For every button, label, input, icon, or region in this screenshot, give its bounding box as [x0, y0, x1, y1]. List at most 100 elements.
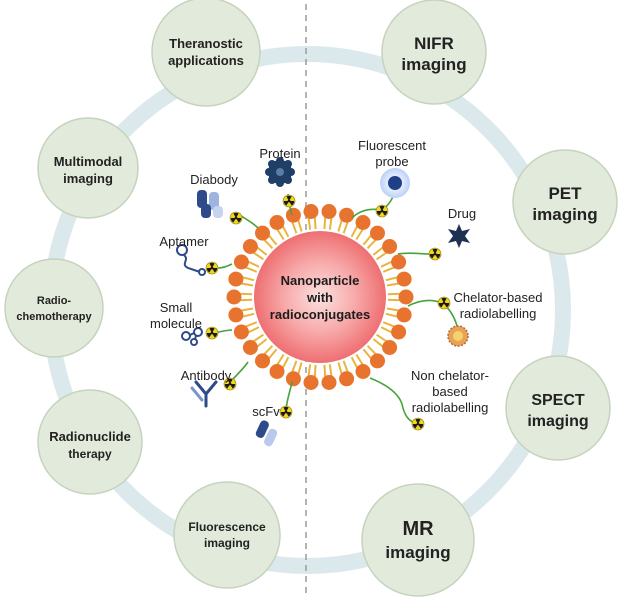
svg-text:Radionuclide: Radionuclide [49, 429, 131, 444]
lipid-tail [252, 333, 264, 343]
nanoparticle [226, 204, 414, 390]
label-scfv: scFv [252, 404, 280, 419]
label-aptamer: Aptamer [159, 234, 209, 249]
lipid-head [255, 353, 270, 369]
lipid-tail [372, 246, 384, 256]
svg-text:imaging: imaging [385, 543, 450, 562]
lipid-head [396, 271, 412, 287]
lipid-tail [263, 345, 274, 355]
lipid-tail [268, 234, 278, 246]
lipid-tail [297, 362, 303, 375]
aptamer-icon [176, 244, 206, 276]
lipid-tail [328, 364, 333, 377]
radioactive-icon [428, 247, 442, 261]
lipid-tail [263, 239, 274, 249]
lipid-tail [291, 360, 298, 373]
label-fluorescent-probe-2: probe [375, 154, 408, 169]
lipid-tail [362, 234, 372, 246]
label-drug: Drug [448, 206, 476, 221]
svg-text:Radio-: Radio- [37, 295, 72, 307]
lipid-tail [386, 307, 400, 312]
lipid-tail [380, 260, 393, 268]
node-radiochemotherapy: Radio- chemotherapy [4, 258, 104, 358]
lipid-tail [307, 364, 312, 377]
label-fluorescent-probe-1: Fluorescent [358, 138, 426, 153]
lipid-head [285, 207, 301, 223]
lipid-tail [245, 266, 258, 273]
lipid-tail [247, 260, 260, 268]
drug-icon [448, 224, 470, 248]
lipid-tail [240, 307, 254, 312]
center-label-line3: radioconjugates [270, 307, 370, 322]
lipid-tail [245, 321, 258, 328]
label-antibody: Antibody [181, 368, 232, 383]
lipid-tail [385, 276, 398, 282]
lipid-tail [382, 266, 395, 273]
lipid-head [233, 324, 249, 340]
lipid-tail [382, 321, 395, 328]
lipid-heads [226, 204, 414, 390]
node-spect: SPECT imaging [505, 355, 611, 461]
lipid-tail [380, 326, 393, 334]
label-diabody: Diabody [190, 172, 238, 187]
center-label-line2: with [306, 290, 333, 305]
lipid-tail [307, 217, 312, 230]
scfv-icon [255, 420, 278, 447]
label-chelator-2: radiolabelling [460, 306, 537, 321]
lipid-tail [323, 217, 327, 230]
lipid-tail [268, 348, 278, 360]
radioactive-icon [229, 211, 243, 225]
lipid-head [355, 215, 371, 230]
lipid-tail [376, 251, 388, 261]
radioactive-icon [205, 261, 219, 275]
lipid-tail [350, 356, 359, 369]
lipid-head [398, 289, 414, 305]
lipid-head [339, 207, 355, 223]
lipid-head [269, 215, 285, 230]
antibody-icon [190, 380, 218, 408]
lipid-tail [376, 333, 388, 343]
lipid-head [391, 324, 407, 340]
lipid-head [355, 364, 371, 379]
lipid-head [396, 307, 412, 323]
lipid-head [370, 225, 385, 241]
lipid-tail [328, 217, 333, 230]
svg-text:MR: MR [402, 518, 434, 540]
lipid-head [242, 239, 258, 254]
svg-text:Multimodal: Multimodal [54, 154, 123, 169]
lipid-tail [350, 225, 359, 238]
svg-text:imaging: imaging [63, 171, 113, 186]
radioactive-icon [205, 326, 219, 340]
radioactive-icon [223, 377, 237, 391]
radioactive-icon [375, 204, 389, 218]
lipid-head [370, 353, 385, 369]
svg-text:Theranostic: Theranostic [169, 36, 243, 51]
lipid-head [382, 340, 398, 355]
lipid-tail [281, 356, 290, 369]
label-small-molecule-2: molecule [150, 316, 202, 331]
lipid-head [226, 289, 242, 305]
lipid-head [228, 307, 244, 323]
lipid-head [242, 340, 258, 355]
svg-text:SPECT: SPECT [531, 392, 585, 409]
node-theranostic: Theranostic applications [151, 0, 261, 107]
lipid-tail [281, 225, 290, 238]
node-multimodal: Multimodal imaging [37, 117, 139, 219]
label-small-molecule-1: Small [160, 300, 193, 315]
lipid-tail [387, 292, 400, 296]
svg-text:applications: applications [168, 53, 244, 68]
node-nifr: NIFR imaging [381, 0, 487, 105]
lipid-tail [256, 338, 268, 348]
lipid-tail [256, 246, 268, 256]
lipid-tail [240, 298, 253, 302]
lipid-tail [252, 251, 264, 261]
diabody-icon [197, 190, 223, 218]
lipid-head [382, 239, 398, 254]
lipid-tail [372, 338, 384, 348]
label-chelator-1: Chelator-based [454, 290, 543, 305]
label-non-chelator-1: Non chelator- [411, 368, 489, 383]
linker-chelator [407, 299, 459, 331]
lipid-tail [291, 221, 298, 234]
svg-text:NIFR: NIFR [414, 34, 454, 53]
